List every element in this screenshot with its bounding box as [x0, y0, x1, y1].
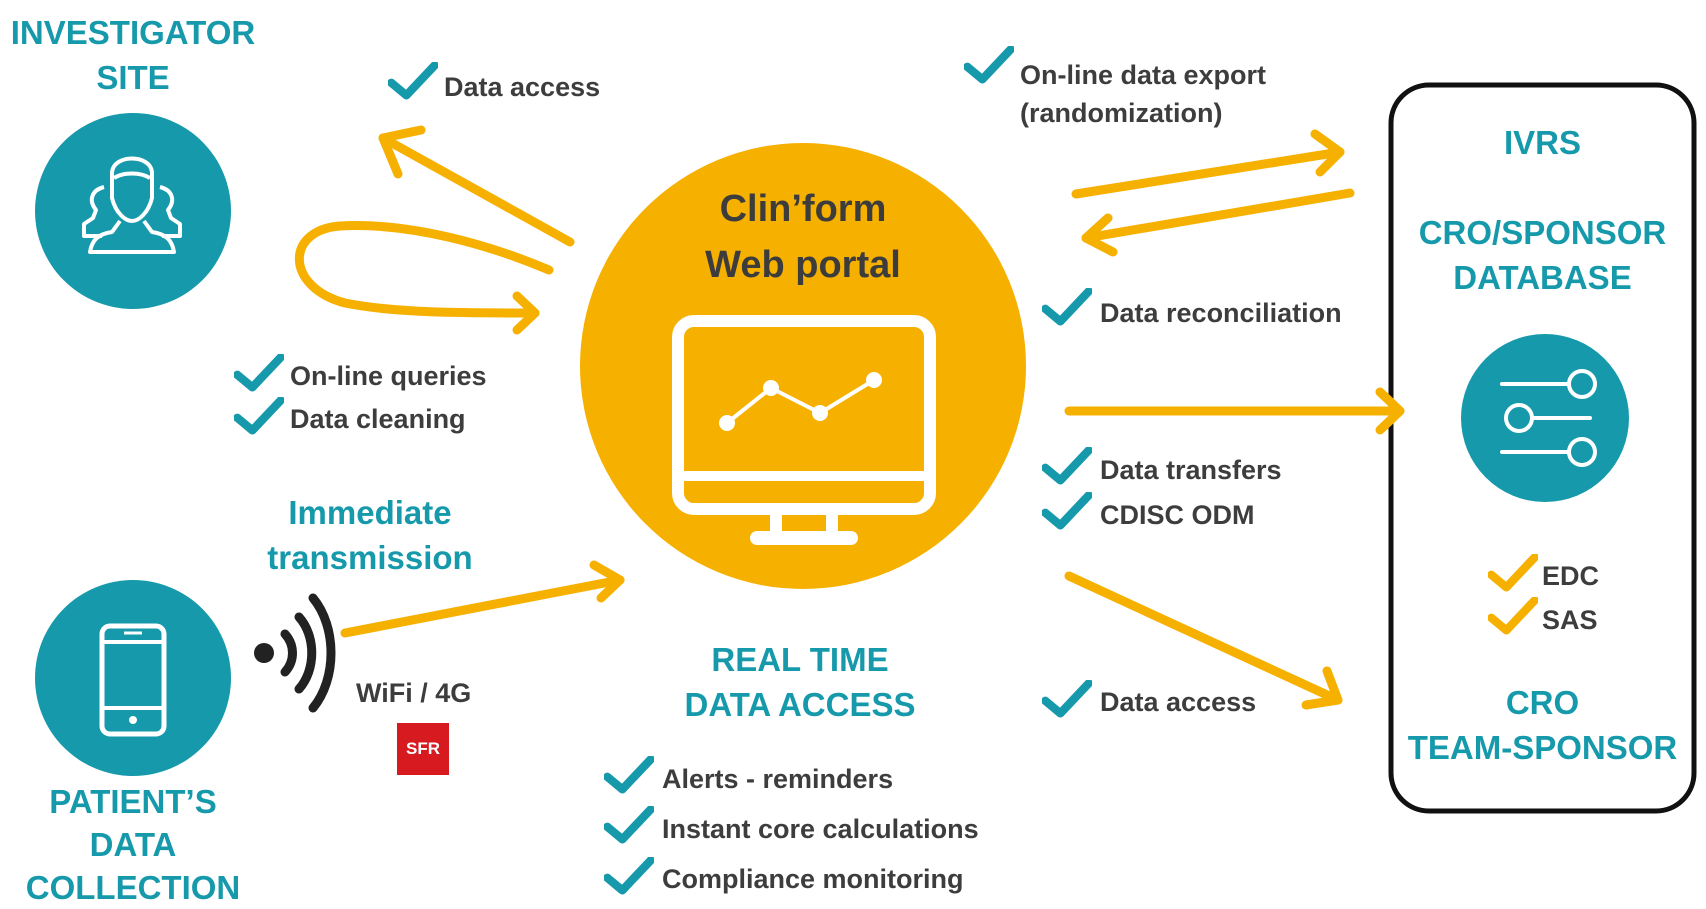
check-compliance-monitoring: Compliance monitoring [662, 864, 964, 894]
sliders-icon [1500, 369, 1597, 467]
check-icon [1045, 450, 1088, 480]
arrow-portal-to-team [1064, 571, 1343, 710]
check-icon [607, 809, 650, 839]
check-icon [1491, 600, 1534, 630]
patient-title: PATIENT’S DATA COLLECTION [25, 783, 241, 906]
portal-title: Clin’form Web portal [705, 188, 901, 286]
arrow-portal-to-ivrs [1071, 129, 1345, 199]
arrow-ivrs-to-portal [1081, 188, 1355, 257]
cro-sponsor-frame [1388, 82, 1697, 814]
check-icon [607, 759, 650, 789]
arrow-patient-to-portal [340, 560, 625, 638]
check-data-transfers: Data transfers [1100, 455, 1282, 485]
immediate-transmission-title: Immediate transmission [267, 494, 473, 576]
check-icon [607, 860, 650, 890]
wireless-signal-icon [254, 593, 336, 713]
smartphone-icon [99, 623, 167, 737]
check-icon [967, 49, 1010, 79]
monitor-chart-icon [672, 315, 936, 545]
investigator-circle [35, 113, 231, 309]
check-icon [237, 357, 280, 387]
check-data-access-right: Data access [1100, 687, 1257, 717]
sfr-logo: SFR [397, 723, 449, 775]
arrow-queries-loop [294, 221, 554, 335]
realtime-title: REAL TIME DATA ACCESS [684, 641, 916, 723]
check-icon [1491, 557, 1534, 587]
check-icon [1045, 495, 1088, 525]
arrow-portal-to-investigator [378, 125, 575, 247]
check-sas: SAS [1542, 605, 1598, 635]
check-instant-calculations: Instant core calculations [662, 814, 979, 844]
check-icon [1045, 683, 1088, 713]
check-data-cleaning: Data cleaning [290, 404, 466, 434]
arrow-portal-to-database [1064, 387, 1405, 435]
patient-circle [35, 580, 231, 776]
database-title: CRO/SPONSOR DATABASE [1418, 214, 1667, 296]
check-edc: EDC [1542, 561, 1600, 591]
check-cdisc-odm: CDISC ODM [1100, 500, 1255, 530]
check-data-access-top: Data access [444, 72, 601, 102]
check-icon [391, 65, 434, 95]
check-icon [237, 400, 280, 430]
check-online-export: On-line data export (randomization) [1020, 60, 1267, 128]
check-alerts-reminders: Alerts - reminders [662, 764, 894, 794]
team-sponsor-title: CRO TEAM-SPONSOR [1407, 684, 1678, 766]
users-icon [82, 156, 182, 254]
ivrs-label: IVRS [1503, 124, 1582, 161]
check-online-queries: On-line queries [290, 361, 487, 391]
flow-arrows [294, 125, 1405, 710]
investigator-title: INVESTIGATOR SITE [10, 14, 256, 96]
check-data-reconciliation: Data reconciliation [1100, 298, 1342, 328]
wifi-4g-label: WiFi / 4G [356, 678, 472, 708]
check-icon [1045, 291, 1088, 321]
